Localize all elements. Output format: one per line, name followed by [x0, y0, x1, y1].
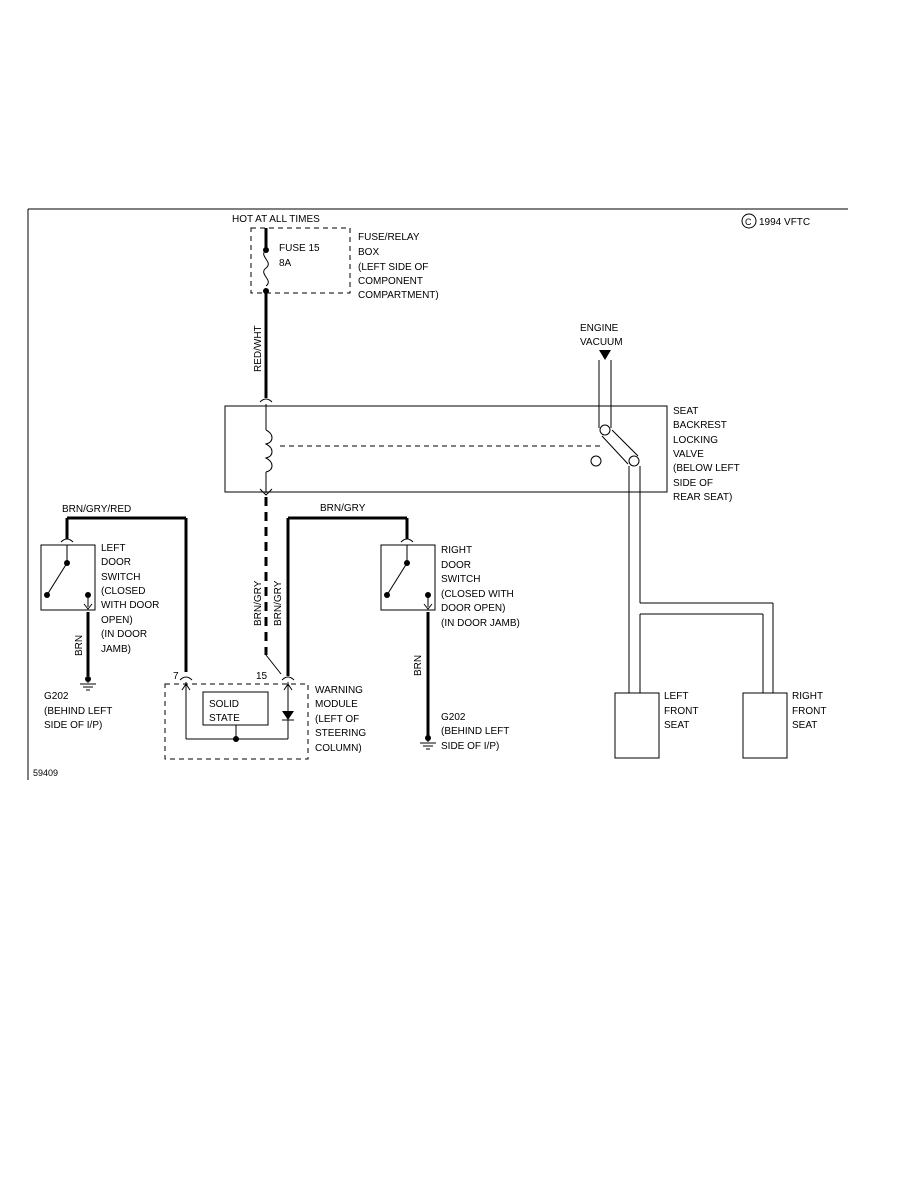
right-switch-line-2: DOOR	[441, 560, 471, 571]
warning-module-line-1: WARNING	[315, 685, 363, 696]
engine-vacuum-line-2: VACUUM	[580, 337, 623, 348]
wire-label-brn-gry-v1: BRN/GRY	[253, 580, 264, 626]
left-seat-line-3: SEAT	[664, 720, 689, 731]
right-door-switch: BRN RIGHT DOOR SWITCH (CLOSED WITH DOOR …	[380, 538, 520, 736]
left-switch-line-1: LEFT	[101, 543, 125, 554]
wire-label-brn-gry-red: BRN/GRY/RED	[62, 504, 131, 515]
right-ground-line-3: SIDE OF I/P)	[441, 741, 499, 752]
pin-7-label: 7	[173, 671, 179, 682]
diagram-frame	[27, 208, 848, 780]
wire-label-brn-gry-v2: BRN/GRY	[273, 580, 284, 626]
valve-line-1: SEAT	[673, 406, 698, 417]
wire-label-brn-gry-top: BRN/GRY	[320, 503, 366, 514]
fuse-name: FUSE 15	[279, 243, 320, 254]
vacuum-arrow-icon	[599, 350, 611, 360]
warning-module-line-3: (LEFT OF	[315, 714, 359, 725]
left-ground-line-1: G202	[44, 691, 69, 702]
right-switch-line-6: (IN DOOR JAMB)	[441, 618, 520, 629]
fuse-rating: 8A	[279, 258, 292, 269]
pin-15-label: 15	[256, 671, 268, 682]
right-ground: G202 (BEHIND LEFT SIDE OF I/P)	[420, 712, 509, 752]
wire-label-brn-right: BRN	[413, 655, 424, 676]
right-switch-line-4: (CLOSED WITH	[441, 589, 514, 600]
valve-line-3: LOCKING	[673, 435, 718, 446]
fuse-relay-box: FUSE 15 8A FUSE/RELAY BOX (LEFT SIDE OF …	[250, 227, 439, 398]
fuse-box-line-4: COMPONENT	[358, 276, 423, 287]
fuse-symbol	[263, 249, 269, 287]
right-seat-line-2: FRONT	[792, 706, 826, 717]
seat-backrest-locking-valve	[224, 398, 668, 496]
left-seat-line-2: FRONT	[664, 706, 698, 717]
left-door-switch: BRN/GRY/RED BRN LEFT DOOR SWITCH (CLOSED…	[40, 504, 188, 676]
right-switch-line-5: DOOR OPEN)	[441, 603, 505, 614]
left-switch-line-5: WITH DOOR	[101, 600, 159, 611]
right-seat-line-1: RIGHT	[792, 691, 823, 702]
figure-number: 59409	[33, 768, 58, 778]
left-switch-line-6: OPEN)	[101, 615, 133, 626]
warning-module-line-5: COLUMN)	[315, 743, 362, 754]
engine-vacuum-line-1: ENGINE	[580, 323, 619, 334]
left-seat-line-1: LEFT	[664, 691, 688, 702]
warning-module-line-2: MODULE	[315, 699, 358, 710]
valve-to-module-wire: BRN/GRY BRN/GRY	[253, 497, 284, 675]
wire-label-brn-left: BRN	[74, 635, 85, 656]
vacuum-hoses: ENGINE VACUUM	[580, 323, 774, 693]
warning-module: 7 15 SOLID STATE WARNING MODULE (LEFT OF…	[164, 671, 366, 760]
left-switch-line-8: JAMB)	[101, 644, 131, 655]
left-switch-line-7: (IN DOOR	[101, 629, 147, 640]
valve-label: SEAT BACKREST LOCKING VALVE (BELOW LEFT …	[673, 406, 740, 503]
fuse-box-line-3: (LEFT SIDE OF	[358, 262, 428, 273]
left-ground-line-2: (BEHIND LEFT	[44, 706, 112, 717]
solenoid-coil-icon	[264, 429, 273, 473]
left-ground: G202 (BEHIND LEFT SIDE OF I/P)	[44, 676, 112, 731]
fuse-box-line-5: COMPARTMENT)	[358, 290, 439, 301]
left-ground-line-3: SIDE OF I/P)	[44, 720, 102, 731]
left-switch-line-4: (CLOSED	[101, 586, 145, 597]
hot-at-all-times-label: HOT AT ALL TIMES	[232, 214, 320, 225]
copyright-symbol: C	[745, 217, 752, 227]
copyright-notice: C 1994 VFTC	[741, 213, 810, 229]
valve-line-5: (BELOW LEFT	[673, 463, 740, 474]
right-switch-line-3: SWITCH	[441, 574, 480, 585]
valve-line-6: SIDE OF	[673, 478, 713, 489]
left-switch-line-3: SWITCH	[101, 572, 140, 583]
right-seat-line-3: SEAT	[792, 720, 817, 731]
solid-state-line-2: STATE	[209, 713, 240, 724]
valve-line-4: VALVE	[673, 449, 704, 460]
right-switch-line-1: RIGHT	[441, 545, 472, 556]
wire-label-red-wht: RED/WHT	[253, 325, 264, 372]
valve-line-7: REAR SEAT)	[673, 492, 732, 503]
diode-icon	[282, 711, 294, 720]
right-switch-feed-wire: BRN/GRY	[286, 503, 409, 676]
right-ground-line-1: G202	[441, 712, 466, 723]
right-ground-line-2: (BEHIND LEFT	[441, 726, 509, 737]
fuse-box-line-2: BOX	[358, 247, 379, 258]
warning-module-line-4: STEERING	[315, 728, 366, 739]
copyright-text: 1994 VFTC	[759, 217, 810, 228]
right-front-seat: RIGHT FRONT SEAT	[742, 691, 826, 759]
valve-line-2: BACKREST	[673, 420, 727, 431]
left-front-seat: LEFT FRONT SEAT	[614, 691, 698, 759]
solid-state-line-1: SOLID	[209, 699, 239, 710]
fuse-box-line-1: FUSE/RELAY	[358, 232, 420, 243]
left-switch-line-2: DOOR	[101, 557, 131, 568]
